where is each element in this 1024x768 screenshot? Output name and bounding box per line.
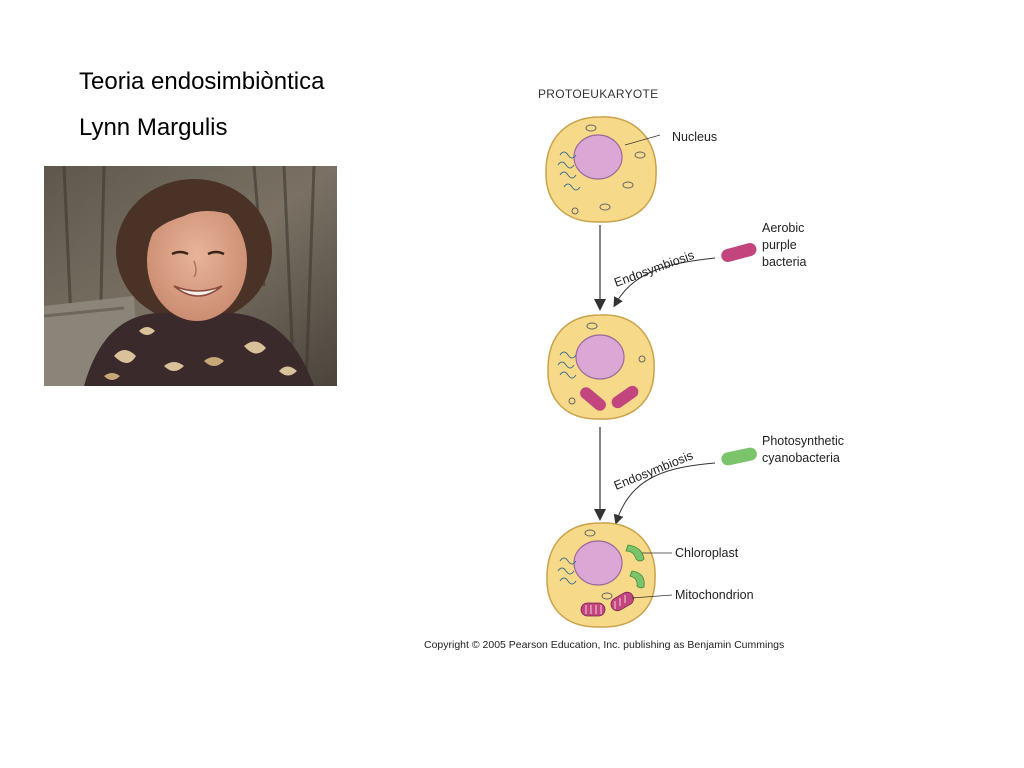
mitochondrion-label: Mitochondrion bbox=[675, 588, 754, 602]
slide-title: Teoria endosimbiòntica bbox=[79, 68, 325, 95]
nucleus bbox=[573, 134, 623, 180]
slide-subtitle: Lynn Margulis bbox=[79, 114, 228, 141]
aerobic-label-line2: purple bbox=[762, 238, 797, 252]
portrait-photo bbox=[44, 166, 337, 386]
photosynthetic-label-line2: cyanobacteria bbox=[762, 451, 840, 465]
endosymbiosis-diagram: PROTOEUKARYOTE Nucleus Endosymbiosis Aer… bbox=[410, 75, 880, 665]
cell-with-chloroplasts-and-mitochondria bbox=[546, 522, 673, 628]
chloroplast-label: Chloroplast bbox=[675, 546, 739, 560]
aerobic-label-line1: Aerobic bbox=[762, 221, 804, 235]
endosymbiosis-label-1: Endosymbiosis bbox=[612, 248, 696, 290]
protoeukaryote-cell bbox=[545, 116, 661, 223]
nucleus-label: Nucleus bbox=[672, 130, 717, 144]
aerobic-purple-bacterium bbox=[721, 243, 757, 262]
arrow-curve-2 bbox=[613, 462, 716, 525]
endosymbiosis-label-2: Endosymbiosis bbox=[612, 448, 695, 492]
aerobic-label-line3: bacteria bbox=[762, 255, 807, 269]
copyright-text: Copyright © 2005 Pearson Education, Inc.… bbox=[424, 639, 784, 651]
photosynthetic-cyanobacterium bbox=[721, 447, 757, 466]
arrow-curve-1 bbox=[613, 257, 716, 308]
photosynthetic-label-line1: Photosynthetic bbox=[762, 434, 844, 448]
diagram-heading: PROTOEUKARYOTE bbox=[538, 87, 658, 101]
cell-with-mitochondria bbox=[547, 314, 655, 420]
